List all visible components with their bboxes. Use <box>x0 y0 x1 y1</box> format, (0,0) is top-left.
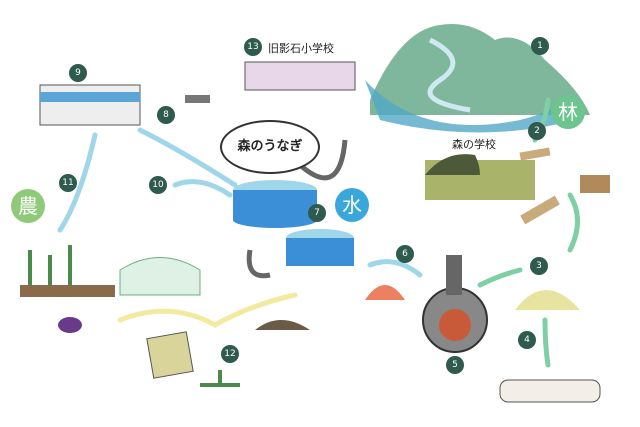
filter-tank <box>39 84 141 126</box>
step-badge-9: 9 <box>69 64 87 82</box>
category-water: 水 <box>335 188 369 222</box>
arrow-3-4 <box>542 317 551 368</box>
mushroom-log <box>499 379 601 403</box>
sawdust-pile <box>515 290 580 310</box>
step-badge-6: 6 <box>396 245 414 263</box>
step-badge-13: 13 <box>244 38 262 56</box>
speech-bubble: 森のうなぎ <box>220 120 320 174</box>
arrow-3-5 <box>477 267 523 288</box>
step-badge-12: 12 <box>221 345 239 363</box>
arrow-5-6 <box>367 259 423 278</box>
river <box>427 37 471 113</box>
step-badge-1: 1 <box>531 37 549 55</box>
step-badge-11: 11 <box>59 174 77 192</box>
forest-school-label: 森の学校 <box>452 138 496 151</box>
greenhouse <box>119 257 201 296</box>
mountain <box>370 24 590 115</box>
step-badge-8: 8 <box>157 106 175 124</box>
planks <box>519 147 551 161</box>
arrow-2-3 <box>567 192 580 253</box>
step-badge-7: 7 <box>308 204 326 222</box>
eel <box>298 139 348 181</box>
logs <box>520 195 560 225</box>
step-badge-4: 4 <box>518 331 536 349</box>
old-school-building <box>244 61 356 91</box>
fertilizer-bag <box>146 331 194 379</box>
lake <box>365 80 575 133</box>
fire <box>365 285 405 300</box>
soil <box>255 320 310 330</box>
category-forest: 林 <box>551 95 585 129</box>
field <box>20 285 115 297</box>
old-school-label: 旧影石小学校 <box>268 42 334 55</box>
arrow-to-12 <box>117 292 298 328</box>
sprout <box>200 370 240 387</box>
arrow-9-11 <box>57 132 98 233</box>
step-badge-10: 10 <box>149 176 167 194</box>
step-badge-3: 3 <box>530 257 548 275</box>
category-farm: 農 <box>11 189 45 223</box>
arrow-7-9 <box>137 127 238 188</box>
step-badge-5: 5 <box>446 356 464 374</box>
arrow-10 <box>172 179 233 198</box>
step-badge-2: 2 <box>528 122 546 140</box>
eggplant <box>58 317 82 333</box>
faucet <box>185 95 210 103</box>
